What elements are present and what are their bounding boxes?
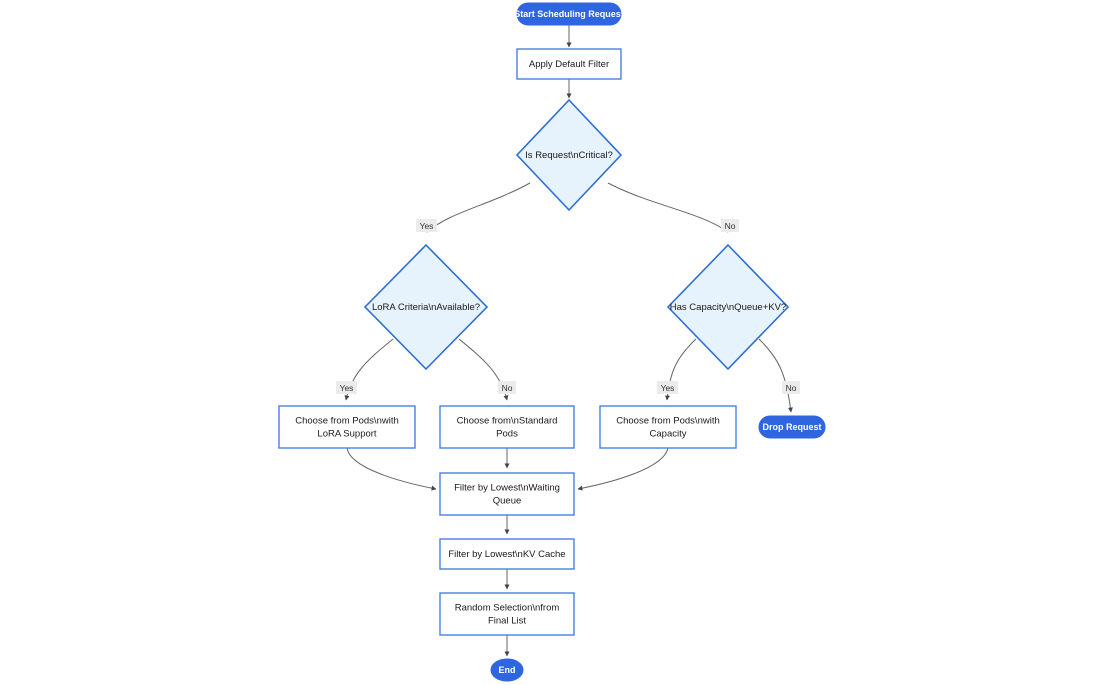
edge-label-text: No xyxy=(502,383,513,393)
edge-label-text: No xyxy=(786,383,797,393)
node-end[interactable]: End xyxy=(490,658,524,682)
node-apply-default-filter[interactable]: Apply Default Filter xyxy=(516,48,622,80)
node-is-request-critical-shape[interactable] xyxy=(515,98,623,212)
node-random-selection[interactable]: Random Selection\nfrom Final List xyxy=(439,592,575,636)
edge-label-lora-no: No xyxy=(498,381,516,394)
node-random-selection-label-line1: Random Selection\nfrom xyxy=(455,603,560,614)
node-random-selection-shape[interactable] xyxy=(439,592,575,636)
node-end-label: End xyxy=(499,665,516,675)
edge-label-is-critical-yes: Yes xyxy=(416,219,437,232)
node-choose-standard-pods[interactable]: Choose from\nStandard Pods xyxy=(439,405,575,449)
node-choose-capacity-pods-label-line1: Choose from Pods\nwith xyxy=(616,416,720,427)
edge-label-text: Yes xyxy=(420,221,434,231)
node-apply-default-filter-label: Apply Default Filter xyxy=(529,59,609,70)
node-has-capacity[interactable]: Has Capacity\nQueue+KV? xyxy=(666,243,790,371)
edge-label-text: Yes xyxy=(340,383,354,393)
node-choose-lora-pods-label-line2: LoRA Support xyxy=(317,429,377,440)
node-filter-kv-cache-shape[interactable] xyxy=(439,538,575,570)
node-lora-criteria-available-label: LoRA Criteria\nAvailable? xyxy=(372,302,480,313)
edge-is-request-critical-yes xyxy=(426,182,531,233)
edge-label-layer: Yes No Yes No Yes No xyxy=(336,219,800,394)
node-lora-criteria-available[interactable]: LoRA Criteria\nAvailable? xyxy=(363,243,489,371)
edge-label-capacity-yes: Yes xyxy=(657,381,678,394)
node-choose-lora-pods[interactable]: Choose from Pods\nwith LoRA Support xyxy=(278,405,416,449)
node-drop-request-label: Drop Request xyxy=(762,422,821,432)
edge-label-capacity-no: No xyxy=(782,381,800,394)
node-filter-waiting-queue[interactable]: Filter by Lowest\nWaiting Queue xyxy=(439,472,575,516)
node-choose-standard-pods-label-line1: Choose from\nStandard xyxy=(457,416,558,427)
node-random-selection-label-line2: Final List xyxy=(488,616,526,627)
node-layer: Start Scheduling Request Apply Default F… xyxy=(278,2,826,682)
node-has-capacity-label: Has Capacity\nQueue+KV? xyxy=(670,302,786,313)
edge-label-lora-yes: Yes xyxy=(336,381,357,394)
edge-label-is-critical-no: No xyxy=(721,219,739,232)
node-choose-capacity-pods-shape[interactable] xyxy=(599,405,737,449)
edge-layer xyxy=(344,25,793,657)
node-choose-lora-pods-shape[interactable] xyxy=(278,405,416,449)
edge-choose-capacity-to-filter-queue xyxy=(577,447,669,491)
edge-label-text: Yes xyxy=(661,383,675,393)
node-is-request-critical-label: Is Request\nCritical? xyxy=(525,150,613,161)
node-filter-waiting-queue-label-line1: Filter by Lowest\nWaiting xyxy=(454,483,560,494)
node-choose-capacity-pods[interactable]: Choose from Pods\nwith Capacity xyxy=(599,405,737,449)
edge-has-capacity-no xyxy=(758,338,793,413)
node-choose-standard-pods-label-line2: Pods xyxy=(496,429,518,440)
node-start-label: Start Scheduling Request xyxy=(514,9,624,19)
node-filter-kv-cache-label: Filter by Lowest\nKV Cache xyxy=(448,549,565,560)
node-drop-request-shape[interactable] xyxy=(758,415,826,439)
node-filter-waiting-queue-label-line2: Queue xyxy=(493,496,522,507)
node-filter-kv-cache[interactable]: Filter by Lowest\nKV Cache xyxy=(439,538,575,570)
node-apply-default-filter-shape[interactable] xyxy=(516,48,622,80)
node-drop-request[interactable]: Drop Request xyxy=(758,415,826,439)
node-lora-criteria-available-shape[interactable] xyxy=(363,243,489,371)
node-choose-standard-pods-shape[interactable] xyxy=(439,405,575,449)
node-start[interactable]: Start Scheduling Request xyxy=(514,2,624,26)
node-end-shape[interactable] xyxy=(490,658,524,682)
node-has-capacity-shape[interactable] xyxy=(666,243,790,371)
edge-label-text: No xyxy=(725,221,736,231)
node-choose-capacity-pods-label-line2: Capacity xyxy=(650,429,687,440)
node-start-shape[interactable] xyxy=(516,2,622,26)
node-filter-waiting-queue-shape[interactable] xyxy=(439,472,575,516)
edge-choose-lora-to-filter-queue xyxy=(346,447,437,491)
node-choose-lora-pods-label-line1: Choose from Pods\nwith xyxy=(295,416,399,427)
node-is-request-critical[interactable]: Is Request\nCritical? xyxy=(515,98,623,212)
edge-is-request-critical-no xyxy=(607,182,729,233)
